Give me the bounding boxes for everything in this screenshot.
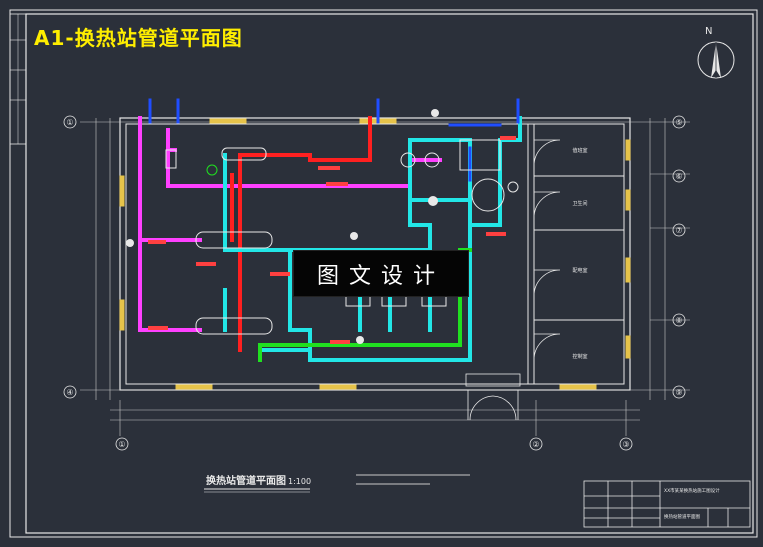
axis-label-bottom-1: ①: [118, 440, 125, 449]
annotation-tags: [148, 136, 516, 344]
north-arrow-icon: [697, 41, 735, 79]
fittings: [126, 109, 519, 344]
title-block: [583, 480, 751, 528]
axis-label-bottom-3: ③: [622, 440, 629, 449]
doors: [465, 139, 561, 421]
header-badge: A1-换热站管道平面图: [34, 26, 243, 50]
title-block-project: XX市某某换热站施工图设计: [664, 487, 720, 494]
axis-label-left-bottom: ④: [66, 388, 73, 397]
grid-lines: [80, 118, 690, 436]
supply-pipe: [230, 116, 372, 352]
title-block-drawing: 换热站管道平面图: [664, 513, 700, 520]
room-label-power: 配电室: [572, 267, 587, 274]
notes-block: [356, 474, 470, 485]
pipe-network: [138, 98, 522, 362]
blue-pipe: [148, 98, 520, 182]
axis-label-left-top: ①: [66, 118, 73, 127]
room-label-toilet: 卫生间: [572, 200, 587, 207]
axis-label-right-1: ⑤: [675, 118, 682, 127]
return-pipe: [138, 116, 442, 332]
axis-label-bottom-2: ②: [532, 440, 539, 449]
north-label: N: [705, 26, 713, 37]
drawing-title-scale: 1:100: [288, 477, 311, 486]
binding-strip: [9, 13, 27, 145]
axis-label-right-5: ⑨: [675, 388, 682, 397]
watermark: 图文设计: [293, 250, 469, 297]
axis-label-right-3: ⑦: [675, 226, 682, 235]
drawing-title-name: 换热站管道平面图: [206, 474, 286, 487]
room-label-duty: 值班室: [572, 147, 587, 154]
room-label-control: 控制室: [572, 353, 587, 360]
axis-label-right-4: ⑧: [675, 316, 682, 325]
drawing-frame-inner: [25, 13, 754, 534]
axis-label-right-2: ⑥: [675, 172, 682, 181]
drawing-frame-outer: [9, 9, 758, 538]
axis-bubbles: [63, 115, 686, 451]
